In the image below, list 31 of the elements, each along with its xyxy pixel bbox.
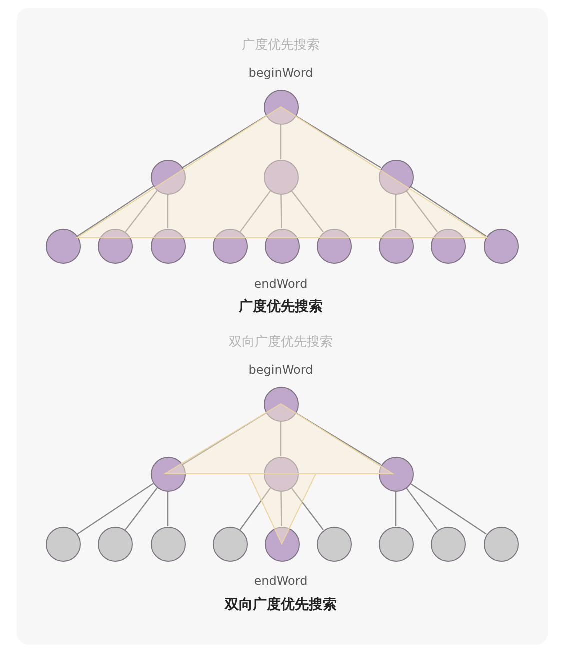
tree-edge [182, 116, 266, 168]
tree-edge [125, 190, 158, 232]
tree-edge [240, 488, 272, 530]
word-label: beginWord [248, 363, 314, 378]
faint-title: 广度优先搜索 [242, 38, 320, 54]
faint-title: 双向广度优先搜索 [229, 335, 333, 351]
tree-edge [406, 190, 438, 232]
tree-edge [240, 190, 272, 232]
tree-edge [395, 492, 397, 526]
tree-edge [296, 116, 382, 168]
word-label: endWord [254, 277, 308, 292]
tree-edge [291, 488, 324, 530]
tree-edge [280, 422, 282, 456]
tree-edge [77, 186, 154, 237]
tree-edge [291, 190, 324, 232]
tree-edge [167, 194, 169, 228]
tree-edge [280, 124, 282, 160]
tree-edge [410, 483, 487, 535]
tree-edge [167, 492, 169, 526]
tree-edge [280, 194, 282, 228]
tree-edge [77, 483, 154, 535]
word-label: beginWord [248, 66, 314, 80]
tree-edge [406, 488, 438, 530]
word-label: endWord [254, 574, 308, 588]
caption: 双向广度优先搜索 [225, 597, 337, 614]
tree-edge [395, 194, 397, 228]
tree-edge [296, 412, 382, 466]
tree-edge [410, 186, 487, 237]
caption: 广度优先搜索 [239, 299, 323, 316]
tree-edge [125, 488, 158, 530]
tree-edge [182, 412, 266, 466]
